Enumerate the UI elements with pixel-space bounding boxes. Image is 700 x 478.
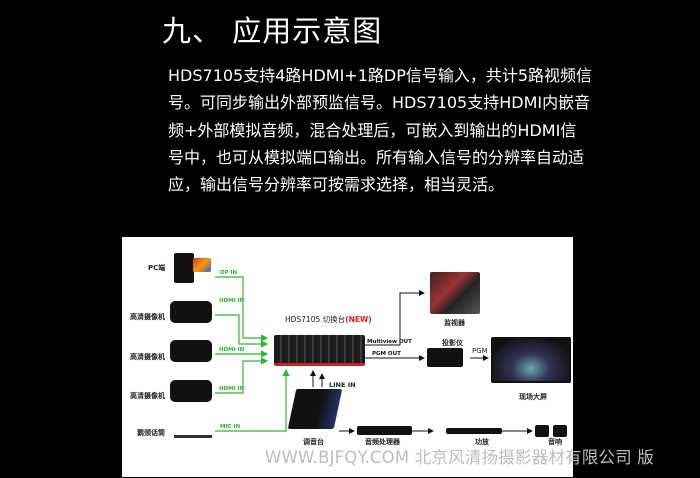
projector-icon	[427, 348, 463, 367]
camera-label: 高清摄像机	[130, 392, 165, 400]
paragraph-line: 频+外部模拟音频，混合处理后，可嵌入到输出的HDMI信	[168, 120, 577, 140]
pgm-out-label: PGM OUT	[372, 351, 401, 357]
hdmi-in-line-3	[215, 357, 269, 394]
projector-label: 投影仪	[442, 339, 463, 347]
connection-lines	[215, 276, 533, 434]
mic-in-line	[215, 368, 290, 432]
switcher-title: HDS7105 切换台(NEW)	[285, 314, 372, 325]
camera-label: 高清摄像机	[130, 353, 165, 361]
speaker-icon	[535, 425, 549, 437]
camera-icon	[170, 340, 212, 362]
section-title: 九、 应用示意图	[162, 14, 383, 48]
pgm-label: PGM	[472, 347, 488, 355]
amplifier-icon	[446, 428, 502, 434]
audio-processor-icon	[357, 426, 412, 435]
speakers-label: 音响	[548, 438, 562, 446]
big-screen-icon	[491, 337, 571, 383]
paragraph-line: 号。可同步输出外部预监信号。HDS7105支持HDMI内嵌音	[168, 93, 591, 113]
paragraph-line: 号中，也可从模拟端口输出。所有输入信号的分辨率自动适	[168, 147, 585, 167]
switcher-device	[274, 335, 365, 366]
description-paragraph: HDS7105支持4路HDMI+1路DP信号输入，共计5路视频信 号。可同步输出…	[168, 62, 593, 198]
mixer-label: 调音台	[303, 438, 324, 446]
paragraph-line: HDS7105支持4路HDMI+1路DP信号输入，共计5路视频信	[168, 66, 593, 85]
gooseneck-mic-icon	[174, 419, 212, 438]
hdmi-in-label: HDMI IN	[219, 347, 245, 353]
big-screen-label: 现场大屏	[519, 393, 547, 401]
mic-label: 鹅颈话筒	[137, 429, 165, 437]
audio-mixer-icon	[287, 389, 343, 429]
application-diagram: PC端 DP IN 高清摄像机 HDMI IN 高清摄像机 HDMI IN 高清…	[122, 237, 654, 477]
hdmi-in-label: HDMI IN	[219, 298, 245, 304]
camera-icon	[170, 380, 212, 402]
multiview-out-line	[365, 290, 425, 346]
dp-in-label: DP IN	[220, 270, 238, 276]
paragraph-line: 应，输出信号分辨率可按需求选择，相当灵活。	[168, 175, 505, 195]
camera-icon	[170, 301, 212, 323]
pc-monitor-icon	[193, 258, 211, 272]
monitor-icon	[430, 272, 480, 314]
multiview-out-label: Multiview OUT	[367, 339, 412, 345]
pc-label: PC端	[148, 264, 166, 272]
watermark: WWW.BJFQY.COM 北京风清扬摄影器材有限公司 版	[265, 448, 654, 467]
camera-label: 高清摄像机	[130, 313, 165, 321]
new-badge: (NEW)	[345, 315, 372, 324]
dp-in-line	[215, 276, 269, 342]
line-in-label: LINE IN	[329, 381, 356, 389]
mic-in-label: MIC IN	[220, 424, 241, 430]
pc-tower-icon	[174, 253, 194, 283]
hdmi-in-line-1	[215, 314, 269, 348]
amplifier-label: 功放	[475, 438, 489, 446]
switcher-name: HDS7105 切换台	[285, 315, 346, 324]
speaker-icon	[553, 425, 567, 437]
audio-processor-label: 音频处理器	[365, 438, 400, 446]
monitor-label: 监视器	[444, 319, 465, 327]
hdmi-in-label: HDMI IN	[219, 386, 245, 392]
